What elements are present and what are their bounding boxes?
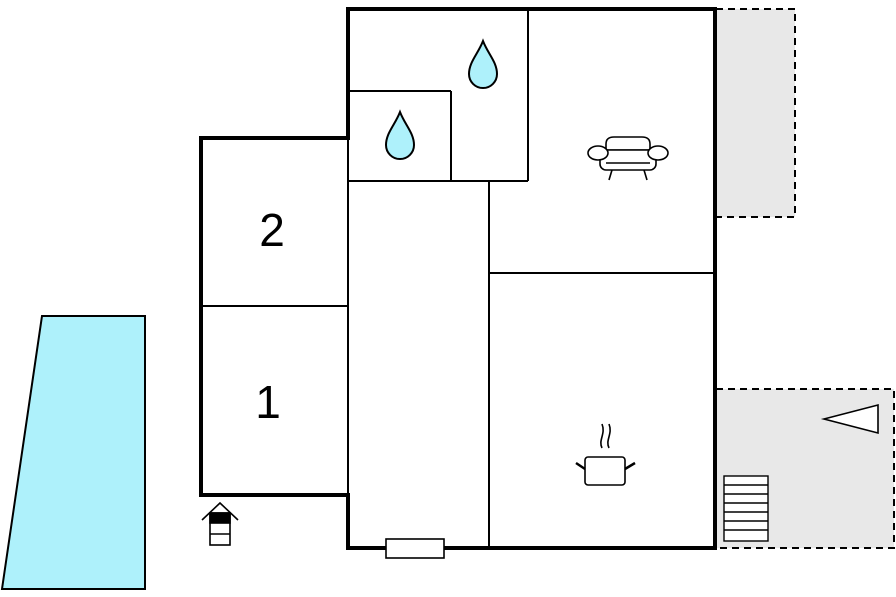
window-icon bbox=[385, 538, 445, 559]
interior-walls bbox=[201, 9, 715, 548]
sofa-icon bbox=[587, 136, 669, 181]
terrace-triangle-icon bbox=[820, 403, 879, 435]
swimming-pool bbox=[0, 315, 146, 590]
water-drop-icon bbox=[467, 38, 499, 89]
terrace-upper bbox=[715, 8, 796, 218]
bedroom-2-label: 2 bbox=[259, 204, 285, 256]
water-drop-icon bbox=[384, 109, 416, 160]
house-outline bbox=[199, 7, 717, 550]
cooking-pot-icon bbox=[575, 423, 636, 486]
bedroom-1-label: 1 bbox=[255, 376, 281, 428]
house-entrance-icon bbox=[201, 501, 239, 546]
stairs-icon bbox=[723, 475, 769, 542]
